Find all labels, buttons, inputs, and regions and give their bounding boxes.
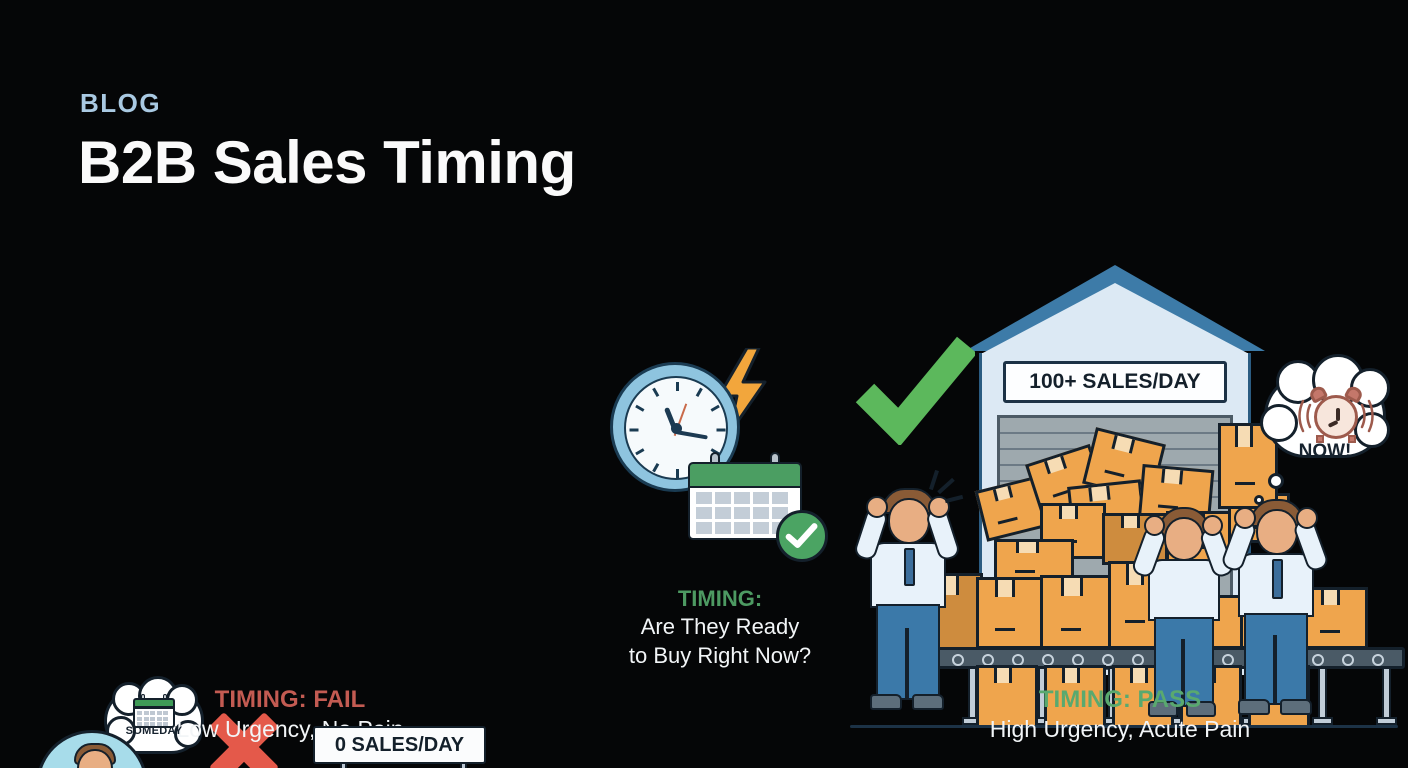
page-title: B2B Sales Timing	[78, 129, 576, 196]
thought-bubble-label: SOMEDAY	[125, 725, 183, 737]
alarm-clock-icon	[1298, 384, 1374, 443]
center-timing-label: TIMING:	[677, 586, 763, 611]
green-check-icon	[776, 510, 828, 562]
panel-timing-fail: SOMEDAY 0 SALES/DAY	[0, 330, 600, 768]
stressed-worker	[852, 469, 964, 725]
hundred-sales-sign: 100+ SALES/DAY	[1003, 361, 1227, 403]
calendar-icon	[688, 452, 828, 562]
panel-timing-pass: 100+ SALES/DAY	[840, 255, 1408, 768]
panel-timing-question: TIMING: Are They Ready to Buy Right Now?	[560, 340, 880, 680]
box	[1040, 575, 1116, 649]
thought-dot-large	[1268, 473, 1284, 489]
ground-line-right	[850, 725, 1398, 728]
center-question-line2: to Buy Right Now?	[628, 643, 812, 668]
calendar-icon	[133, 694, 175, 728]
pass-footer-title: TIMING: PASS	[1038, 686, 1202, 713]
box	[976, 577, 1044, 649]
box	[1044, 665, 1106, 727]
center-question-line1: Are They Ready	[640, 614, 800, 639]
zero-sales-sign: 0 SALES/DAY	[313, 726, 486, 764]
blog-kicker: BLOG	[80, 88, 162, 118]
thought-bubble-label: NOW!	[1298, 441, 1352, 462]
fail-footer-title: TIMING: FAIL	[214, 686, 366, 713]
pass-footer-subtitle: High Urgency, Acute Pain	[989, 716, 1251, 742]
stressed-worker	[1130, 493, 1236, 729]
green-check-icon	[855, 336, 975, 445]
center-question: Are They Ready to Buy Right Now?	[560, 612, 880, 670]
box	[976, 665, 1038, 727]
thought-dot-small	[1254, 495, 1264, 505]
